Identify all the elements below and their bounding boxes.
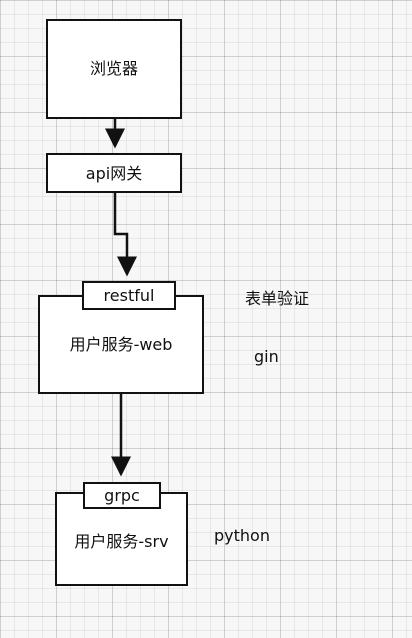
user-web-node	[38, 295, 204, 394]
grpc-tag-label: grpc	[104, 486, 140, 505]
gateway-node	[46, 153, 182, 193]
browser-node-label: 浏览器	[89, 59, 138, 78]
grpc-tag	[83, 482, 161, 509]
browser-node	[46, 19, 182, 119]
form-validation-note: 表单验证	[245, 289, 310, 308]
gateway-node-label: api网关	[85, 164, 143, 183]
gin-note: gin	[254, 347, 279, 366]
user-web-node-label: 用户服务-web	[69, 335, 173, 354]
restful-tag	[82, 281, 176, 310]
user-srv-node-label: 用户服务-srv	[74, 532, 169, 551]
restful-tag-label: restful	[103, 286, 155, 305]
python-note: python	[214, 526, 270, 545]
edge-gateway-to-user-web	[113, 193, 137, 277]
